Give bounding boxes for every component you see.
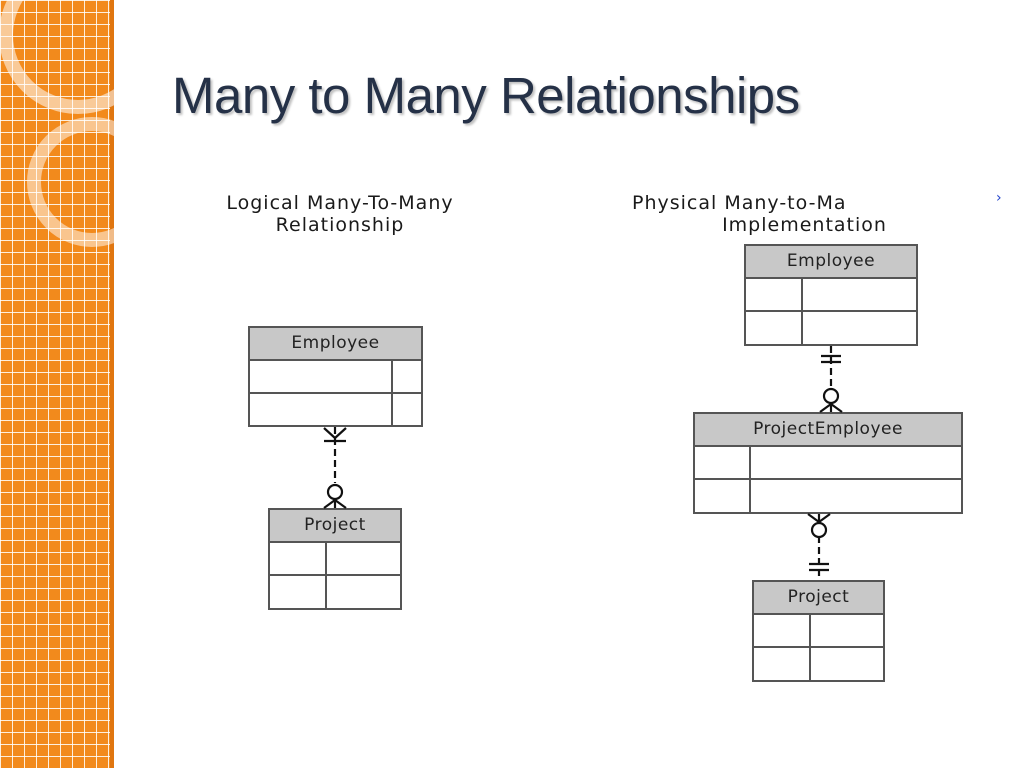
entity-row [250, 361, 421, 394]
entity-row [746, 312, 916, 345]
physical-caption-line2: Implementation [722, 214, 887, 236]
entity-row [270, 543, 400, 576]
entity-row [746, 279, 916, 312]
physical-project-header: Project [754, 582, 883, 615]
logical-employee-entity: Employee [248, 326, 423, 427]
entity-row [270, 576, 400, 609]
logical-caption: Logical Many-To-Many Relationship [150, 192, 530, 236]
slide-title: Many to Many Relationships [172, 67, 800, 124]
physical-project-entity: Project [752, 580, 885, 682]
logical-caption-line1: Logical Many-To-Many [226, 192, 454, 214]
logical-relationship-line [323, 427, 347, 509]
physical-lower-relationship-line [807, 513, 831, 580]
clipped-glyph: › [996, 190, 1002, 206]
logical-employee-header: Employee [250, 328, 421, 361]
entity-row [754, 648, 883, 681]
entity-row [695, 447, 961, 480]
physical-upper-relationship-line [819, 346, 843, 413]
physical-caption-line1: Physical Many-to-Ma [632, 192, 847, 214]
decorative-circles [0, 0, 130, 247]
entity-row [695, 480, 961, 513]
logical-project-entity: Project [268, 508, 402, 610]
physical-employee-header: Employee [746, 246, 916, 279]
physical-projectemployee-entity: ProjectEmployee [693, 412, 963, 514]
sidebar-edge [110, 0, 114, 768]
physical-employee-entity: Employee [744, 244, 918, 346]
entity-row [250, 394, 421, 427]
entity-row [754, 615, 883, 648]
logical-project-header: Project [270, 510, 400, 543]
physical-caption: Physical Many-to-Ma Implementation [632, 192, 977, 236]
logical-caption-line2: Relationship [275, 214, 405, 236]
physical-projectemployee-header: ProjectEmployee [695, 414, 961, 447]
